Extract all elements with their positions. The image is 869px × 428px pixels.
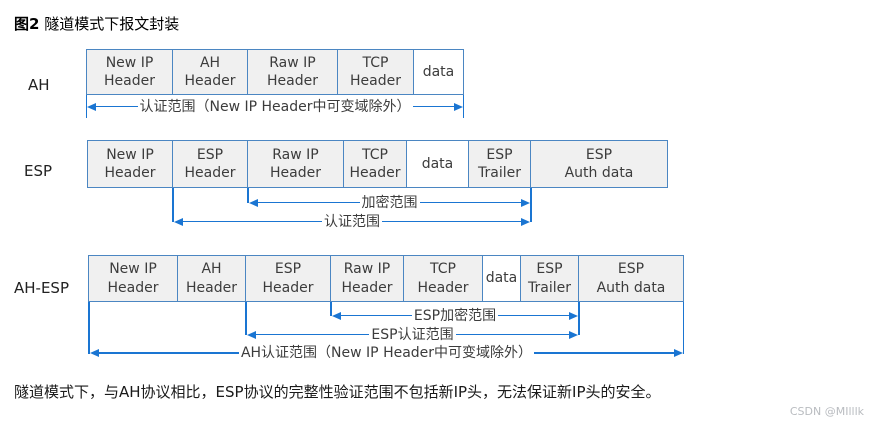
arrow-line (382, 220, 521, 223)
packet-field-box: ESP Header (245, 255, 331, 302)
scope-arrow-esp-encrypt: ESP加密范围 (332, 308, 578, 323)
packet-field-box: New IP Header (87, 140, 173, 188)
arrow-line (455, 333, 569, 336)
row-label-esp: ESP (24, 162, 53, 180)
packet-field-box: AH Header (177, 255, 246, 302)
arrow-left-head-icon (174, 217, 183, 226)
scope-arrow-label: ESP认证范围 (371, 326, 454, 343)
packet-field-box-data: data (482, 255, 521, 302)
arrow-line (498, 314, 569, 317)
arrow-left-head-icon (332, 311, 341, 320)
arrow-left-head-icon (247, 330, 256, 339)
scope-arrow-label: AH认证范围（New IP Header中可变域除外） (240, 345, 533, 361)
arrow-line (256, 333, 370, 336)
packet-field-box: New IP Header (86, 49, 173, 95)
row-label-ah-esp: AH-ESP (14, 279, 69, 297)
arrow-left-head-icon (87, 102, 96, 111)
arrow-right-head-icon (569, 330, 578, 339)
packet-field-box: New IP Header (88, 255, 178, 302)
arrow-line (99, 352, 239, 354)
arrow-line (183, 220, 322, 223)
packet-field-box: ESP Trailer (468, 140, 531, 188)
arrow-right-head-icon (521, 217, 530, 226)
arrow-line (258, 201, 360, 204)
guide-line (530, 188, 532, 222)
scope-arrow-label: 加密范围 (361, 194, 418, 211)
guide-line (172, 188, 174, 222)
guide-line (247, 188, 249, 203)
packet-field-box: TCP Header (343, 140, 407, 188)
arrow-right-head-icon (674, 349, 683, 357)
packet-field-box-data: data (413, 49, 464, 95)
figure-title-text: 隧道模式下报文封装 (39, 15, 180, 33)
packet-field-box: ESP Auth data (530, 140, 668, 188)
arrow-left-head-icon (249, 198, 258, 207)
figure-number: 图2 (14, 15, 40, 33)
arrow-right-head-icon (569, 311, 578, 320)
arrow-line (419, 201, 521, 204)
packet-field-box: TCP Header (403, 255, 483, 302)
scope-arrow-ah-auth: 认证范围（New IP Header中可变域除外） (87, 98, 464, 115)
guide-line (578, 302, 580, 335)
arrow-line (96, 105, 138, 108)
packet-field-box: ESP Header (172, 140, 248, 188)
arrow-right-head-icon (454, 102, 464, 111)
guide-line (330, 302, 332, 316)
arrow-line (534, 352, 674, 354)
scope-arrow-ah-auth: AH认证范围（New IP Header中可变域除外） (90, 345, 683, 361)
guide-line (245, 302, 247, 335)
packet-field-box: ESP Trailer (520, 255, 579, 302)
footer-note: 隧道模式下，与AH协议相比，ESP协议的完整性验证范围不包括新IP头，无法保证新… (14, 383, 661, 401)
row-label-ah: AH (28, 76, 50, 94)
packet-field-box: TCP Header (337, 49, 414, 95)
watermark: CSDN @MIlllk (789, 405, 864, 418)
packet-field-box: Raw IP Header (330, 255, 404, 302)
packet-field-box: Raw IP Header (247, 49, 338, 95)
packet-field-box: AH Header (172, 49, 248, 95)
scope-arrow-label: ESP加密范围 (413, 307, 497, 324)
scope-arrow-label: 认证范围 (324, 213, 380, 230)
packet-field-box: Raw IP Header (247, 140, 344, 188)
scope-arrow-esp-auth: 认证范围 (174, 214, 530, 229)
packet-field-box-data: data (406, 140, 469, 188)
scope-arrow-esp-encrypt: 加密范围 (249, 195, 530, 210)
scope-arrow-esp-auth: ESP认证范围 (247, 327, 578, 342)
guide-line (88, 302, 90, 354)
annotation-frame: 认证范围（New IP Header中可变域除外） (86, 95, 464, 118)
arrow-left-head-icon (90, 349, 99, 357)
guide-line (682, 302, 684, 354)
packet-field-box: ESP Auth data (578, 255, 684, 302)
arrow-right-head-icon (521, 198, 530, 207)
arrow-line (341, 314, 412, 317)
figure-title: 图2 隧道模式下报文封装 (14, 13, 179, 34)
scope-arrow-label: 认证范围（New IP Header中可变域除外） (139, 98, 411, 115)
arrow-line (412, 105, 455, 108)
